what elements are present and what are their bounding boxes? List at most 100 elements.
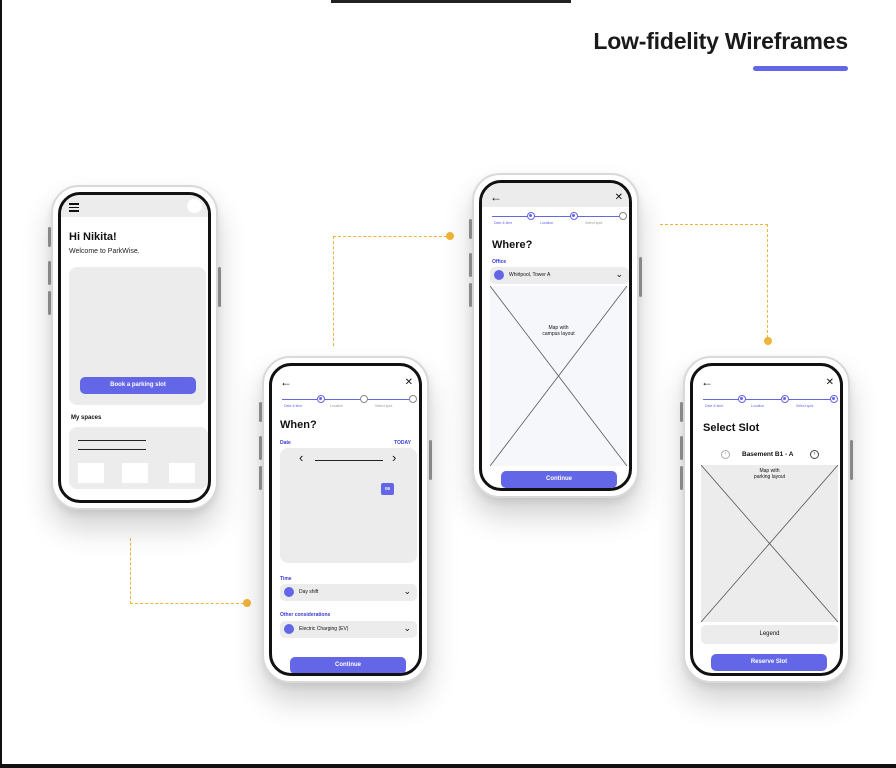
continue-button[interactable]: Continue — [501, 471, 617, 488]
phone-side-button — [469, 283, 472, 307]
phone-home: Hi Nikita! Welcome to ParkWise. Book a p… — [48, 185, 221, 510]
connector-home-when-h — [130, 603, 244, 604]
greeting: Hi Nikita! — [69, 231, 117, 243]
other-considerations-select[interactable]: Electric Charging (EV) ⌄ — [280, 621, 417, 638]
time-option-icon — [284, 587, 294, 597]
reserve-slot-button[interactable]: Reserve Slot — [711, 654, 827, 671]
map-caption-line: parking layout — [753, 474, 786, 480]
ev-option-icon — [284, 624, 294, 634]
step-label: Select spot — [375, 404, 393, 408]
next-floor-icon[interactable]: › — [810, 450, 819, 459]
calendar-prev-button[interactable]: ‹ — [299, 450, 304, 465]
connector-dot — [243, 599, 251, 607]
phone-side-button — [850, 440, 853, 480]
when-heading: When? — [280, 419, 317, 431]
step-dot-select-spot — [619, 212, 627, 220]
avatar[interactable] — [187, 199, 202, 213]
office-value: Whirlpool, Tower A — [509, 272, 551, 278]
frame-bottom-border — [0, 764, 896, 768]
today-link[interactable]: TODAY — [394, 440, 411, 446]
time-select[interactable]: Day shift ⌄ — [280, 584, 417, 601]
date-label: Date — [280, 440, 291, 446]
connector-dot — [764, 337, 772, 345]
connector-home-when-v — [130, 538, 131, 604]
space-thumbnail[interactable] — [122, 463, 148, 483]
top-tab-bar — [331, 0, 571, 3]
chevron-down-icon: ⌄ — [403, 586, 411, 596]
map-caption-line: Map with — [548, 325, 569, 331]
other-considerations-value: Electric Charging (EV) — [299, 626, 349, 632]
step-dot-location — [360, 395, 368, 403]
phone-side-button — [469, 219, 472, 239]
parking-map-placeholder[interactable]: Map with parking layout — [701, 465, 838, 622]
step-label: Location — [751, 404, 765, 408]
phone-side-button — [680, 402, 683, 422]
title-underline — [753, 66, 848, 71]
phone-side-button — [259, 402, 262, 422]
phone-side-button — [218, 267, 221, 307]
back-arrow-icon[interactable]: ← — [280, 375, 292, 389]
phone-side-button — [259, 436, 262, 460]
book-parking-slot-button[interactable]: Book a parking slot — [80, 377, 196, 394]
when-screen: ← ✕ Date & time Location Select spot Whe… — [269, 363, 422, 676]
phone-side-button — [259, 466, 262, 490]
selected-day[interactable]: 06 — [381, 483, 394, 495]
step-dot-location — [781, 395, 789, 403]
office-select[interactable]: Whirlpool, Tower A ⌄ — [490, 267, 629, 284]
close-icon[interactable]: ✕ — [404, 377, 413, 388]
step-dot-date-time — [527, 212, 535, 220]
step-dot-select-spot — [409, 395, 417, 403]
map-caption-line: campus layout — [542, 331, 575, 337]
select-slot-screen: ← ✕ Date & time Location Select spot Sel… — [690, 363, 843, 676]
map-caption: Map with parking layout — [701, 468, 838, 480]
space-thumbnail[interactable] — [78, 463, 104, 483]
continue-button[interactable]: Continue — [290, 657, 406, 673]
hamburger-icon[interactable] — [69, 203, 79, 212]
phone-side-button — [469, 253, 472, 277]
time-label: Time — [280, 576, 292, 582]
select-slot-heading: Select Slot — [703, 422, 760, 434]
office-option-icon — [494, 270, 504, 280]
campus-map-placeholder[interactable]: Map with campus layout — [490, 286, 627, 466]
phone-side-button — [680, 436, 683, 460]
home-screen: Hi Nikita! Welcome to ParkWise. Book a p… — [58, 192, 211, 503]
my-spaces-heading: My spaces — [71, 415, 102, 421]
back-arrow-icon[interactable]: ← — [490, 190, 502, 204]
step-label: Select spot — [585, 221, 603, 225]
prev-floor-icon[interactable]: ‹ — [721, 450, 730, 459]
connector-where-slot-h — [660, 224, 768, 225]
calendar-next-button[interactable]: › — [392, 450, 397, 465]
map-cross-lines — [490, 286, 627, 466]
step-label: Date & time — [494, 221, 513, 225]
month-line-placeholder — [315, 460, 383, 461]
text-line-placeholder — [78, 449, 146, 450]
where-heading: Where? — [492, 239, 533, 251]
stepper-line — [282, 399, 412, 400]
frame-left-border — [0, 0, 2, 768]
step-label: Select spot — [796, 404, 814, 408]
phone-side-button — [48, 227, 51, 247]
floor-label: Basement B1 - A — [742, 451, 794, 458]
phone-where: ← ✕ Date & time Location Select spot Whe… — [469, 173, 642, 498]
other-considerations-label: Other considerations — [280, 612, 331, 618]
step-dot-select-spot — [830, 395, 838, 403]
chevron-down-icon: ⌄ — [615, 269, 623, 279]
time-value: Day shift — [299, 589, 319, 595]
close-icon[interactable]: ✕ — [825, 377, 834, 388]
connector-when-where-v — [333, 236, 334, 346]
legend-button[interactable]: Legend — [701, 625, 838, 644]
phone-side-button — [429, 440, 432, 480]
connector-dot — [446, 232, 454, 240]
step-label: Location — [540, 221, 554, 225]
where-topbar — [482, 183, 629, 207]
where-screen: ← ✕ Date & time Location Select spot Whe… — [479, 180, 632, 491]
space-thumbnail[interactable] — [169, 463, 195, 483]
phone-side-button — [680, 466, 683, 490]
map-caption-line: Map with — [759, 468, 780, 474]
connector-when-where-h — [333, 236, 447, 237]
office-label: Office — [492, 259, 507, 265]
back-arrow-icon[interactable]: ← — [701, 375, 713, 389]
map-caption: Map with campus layout — [490, 325, 627, 337]
close-icon[interactable]: ✕ — [614, 192, 623, 203]
my-spaces-card — [69, 427, 208, 489]
